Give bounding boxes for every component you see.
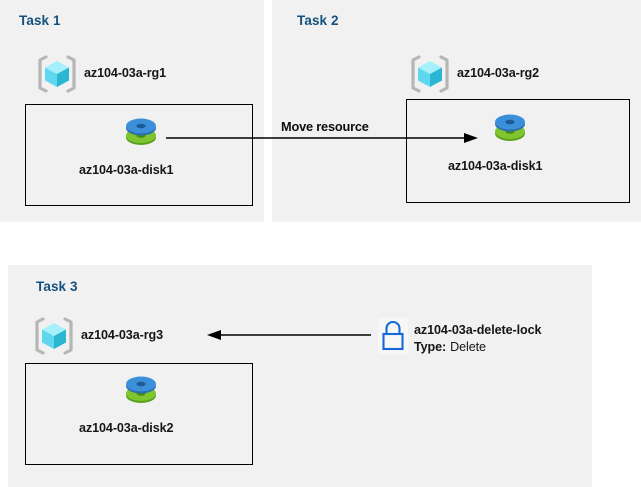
task-2-title: Task 2 — [297, 13, 339, 28]
task-1-resource-label: az104-03a-disk1 — [79, 163, 174, 177]
task-1-panel — [0, 0, 264, 222]
task-1-resource-box — [25, 104, 253, 206]
task-2-resource-group-cube-icon — [409, 54, 451, 94]
task-3-resource-group-cube-icon — [33, 316, 75, 356]
task-3-title: Task 3 — [36, 279, 78, 294]
task-2-resource-box — [406, 99, 630, 203]
task-3-resource-label: az104-03a-disk2 — [79, 421, 174, 435]
task-2-resource-label: az104-03a-disk1 — [448, 159, 543, 173]
move-resource-label: Move resource — [281, 119, 369, 134]
task-3-resource-box — [25, 363, 253, 465]
task-3-panel — [8, 265, 592, 487]
padlock-icon — [378, 318, 408, 354]
task-1-title: Task 1 — [19, 13, 61, 28]
task-2-panel — [272, 0, 641, 222]
delete-lock-type-value: Delete — [450, 340, 486, 354]
task-1-resource-group-label: az104-03a-rg1 — [84, 66, 167, 80]
task-1-resource-group-cube-icon — [36, 54, 78, 94]
delete-lock-name-label: az104-03a-delete-lock — [414, 323, 542, 337]
delete-lock-type-label: Type:Delete — [414, 340, 486, 354]
delete-lock-type-key: Type: — [414, 340, 447, 354]
task-3-managed-disk-icon — [122, 374, 160, 408]
task-1-managed-disk-icon — [122, 116, 160, 150]
task-2-resource-group-label: az104-03a-rg2 — [457, 66, 540, 80]
task-2-managed-disk-icon — [491, 112, 529, 146]
task-3-resource-group-label: az104-03a-rg3 — [81, 328, 164, 342]
